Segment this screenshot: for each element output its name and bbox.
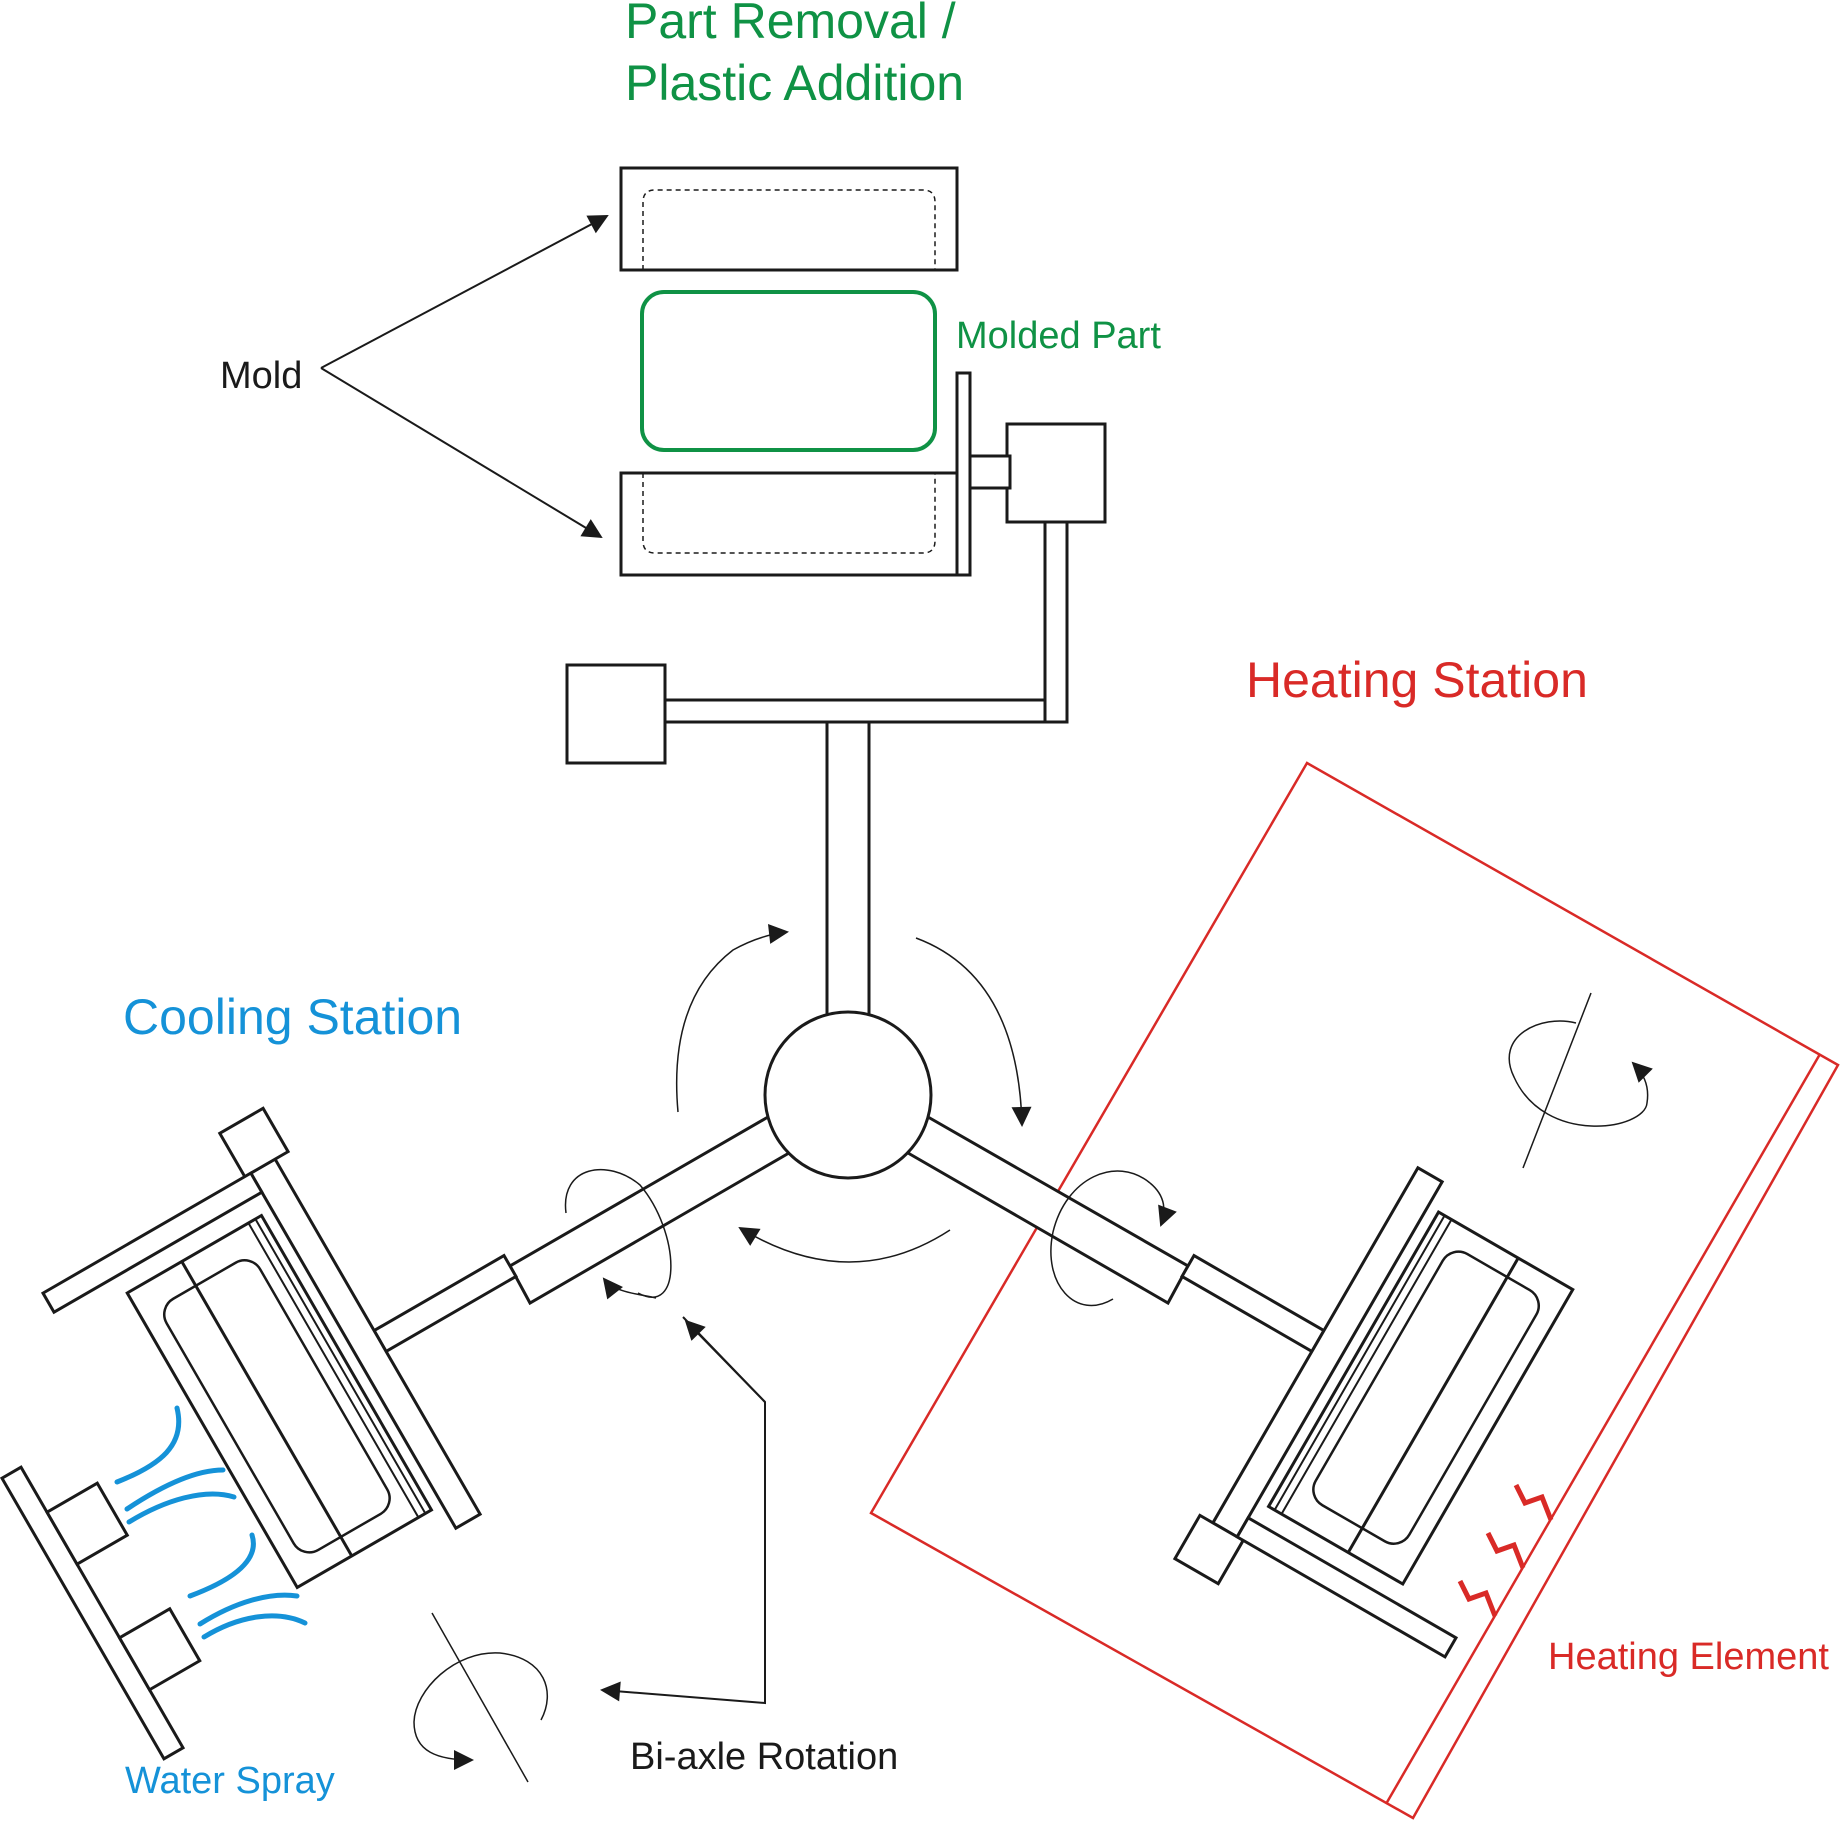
water-spray-label: Water Spray	[125, 1760, 335, 1802]
rotation-loop-cooling-mold	[413, 1612, 549, 1783]
molded-part	[640, 290, 937, 452]
rotation-loop-cooling-arm	[564, 1169, 672, 1300]
bi-axle-pointer	[600, 1316, 766, 1705]
heating-station-assembly	[1056, 1091, 1652, 1702]
rotation-loop-heating-arm	[1050, 1170, 1177, 1307]
mold-pointer	[320, 215, 609, 539]
mold-top-half	[619, 166, 959, 272]
central-hub	[763, 1010, 933, 1180]
mold-bottom-half	[619, 471, 959, 577]
top-arm	[565, 371, 1107, 765]
part-removal-title-line2: Plastic Addition	[625, 55, 964, 111]
water-spray-apparatus	[0, 1465, 202, 1761]
heating-station-title: Heating Station	[1246, 652, 1588, 708]
molded-part-label: Molded Part	[956, 315, 1161, 357]
mold-label: Mold	[220, 355, 302, 397]
rotation-loop-heating-mold	[1508, 992, 1653, 1169]
rotation-arm-center	[507, 720, 1191, 1306]
cooling-station-title: Cooling Station	[123, 989, 462, 1045]
heating-element-label: Heating Element	[1548, 1636, 1829, 1678]
main-rotation-arrows	[675, 924, 1032, 1263]
bi-axle-rotation-label: Bi-axle Rotation	[630, 1736, 898, 1778]
heating-enclosure	[869, 761, 1840, 1820]
part-removal-title-line1: Part Removal /	[625, 0, 956, 49]
heating-element-symbol	[1457, 1483, 1554, 1617]
cooling-station-assembly	[16, 1039, 612, 1650]
water-spray-jets	[114, 1405, 308, 1640]
